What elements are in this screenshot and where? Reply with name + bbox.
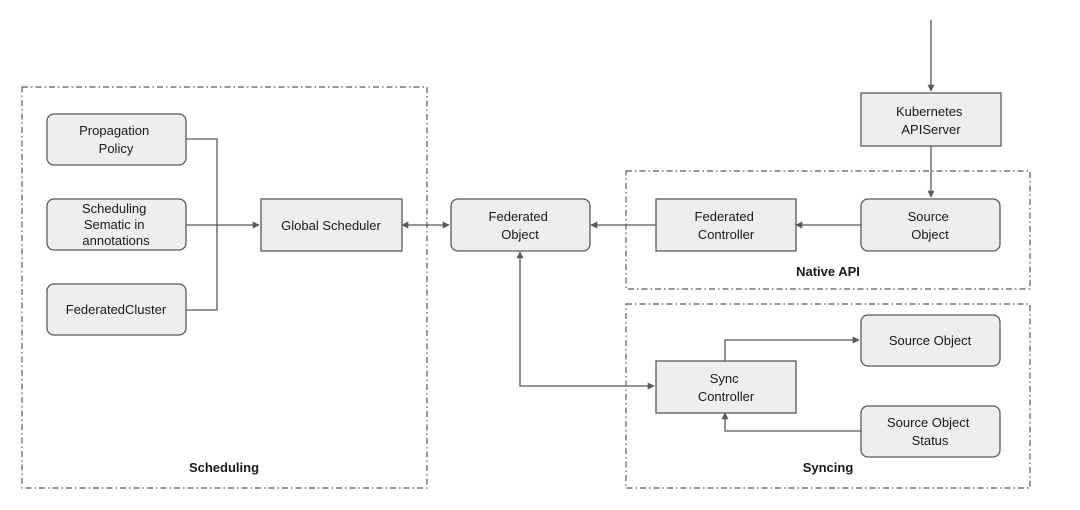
node-source-object-native[interactable]: Source Object [860, 198, 1001, 252]
node-scheduling-sematic-line-1: Scheduling [82, 201, 146, 216]
svg-text:Source Object: Source Object [889, 333, 972, 348]
svg-text:Kubernetes APIServer: Kubernetes APIServer [896, 104, 966, 137]
node-kubernetes-apiserver-line-2: APIServer [901, 122, 961, 137]
edge-sync-controller-to-source-object [724, 336, 860, 361]
syncing-group: Syncing [625, 303, 1031, 489]
native-api-group: Native API [625, 170, 1031, 290]
node-federated-controller-line-2: Controller [698, 227, 755, 242]
node-kubernetes-apiserver-line-1: Kubernetes [896, 104, 963, 119]
scheduling-group-label: Scheduling [189, 460, 259, 475]
svg-text:Propagation Policy: Propagation Policy [79, 123, 153, 156]
svg-text:Scheduling Sematic in: Scheduling Sematic in annotations [82, 201, 150, 248]
node-sync-controller-line-1: Sync [710, 371, 739, 386]
svg-text:Source Object Status: Source Object Status [887, 415, 973, 448]
native-api-group-label: Native API [796, 264, 860, 279]
svg-text:Source Object: Source Object [908, 209, 953, 242]
node-scheduling-sematic[interactable]: Scheduling Sematic in annotations [46, 198, 187, 251]
node-scheduling-sematic-line-2: Sematic in [84, 217, 145, 232]
edge-federated-object-sync-controller [516, 251, 655, 390]
node-federated-controller-line-1: Federated [695, 209, 754, 224]
scheduling-group: Scheduling [21, 86, 428, 489]
node-federated-object-line-1: Federated [489, 209, 548, 224]
edge-source-object-status-to-sync-controller [721, 412, 861, 432]
node-source-object-sync-line-1: Source Object [889, 333, 972, 348]
node-propagation-policy[interactable]: Propagation Policy [46, 113, 187, 166]
node-federated-cluster[interactable]: FederatedCluster [46, 283, 187, 336]
svg-text:Sync Controller: Sync Controller [698, 371, 755, 404]
node-source-object-status-line-1: Source Object [887, 415, 970, 430]
node-scheduling-sematic-line-3: annotations [82, 233, 150, 248]
node-source-object-native-line-1: Source [908, 209, 949, 224]
svg-text:Federated Object: Federated Object [489, 209, 552, 242]
node-global-scheduler-line-1: Global Scheduler [281, 218, 381, 233]
node-sync-controller[interactable]: Sync Controller [655, 360, 797, 414]
svg-text:Federated Controller: Federated Controller [695, 209, 758, 242]
syncing-group-label: Syncing [803, 460, 854, 475]
node-source-object-native-line-2: Object [911, 227, 949, 242]
edges [186, 20, 935, 432]
node-federated-object[interactable]: Federated Object [450, 198, 591, 252]
node-propagation-policy-line-1: Propagation [79, 123, 149, 138]
node-sync-controller-line-2: Controller [698, 389, 755, 404]
node-source-object-status-line-2: Status [912, 433, 949, 448]
node-kubernetes-apiserver[interactable]: Kubernetes APIServer [860, 92, 1002, 147]
node-global-scheduler[interactable]: Global Scheduler [260, 198, 403, 252]
node-source-object-sync[interactable]: Source Object [860, 314, 1001, 367]
svg-text:Global Scheduler: Global Scheduler [281, 218, 381, 233]
node-federated-controller[interactable]: Federated Controller [655, 198, 797, 252]
node-source-object-status[interactable]: Source Object Status [860, 405, 1001, 458]
node-federated-object-line-2: Object [501, 227, 539, 242]
svg-text:FederatedCluster: FederatedCluster [66, 302, 167, 317]
node-propagation-policy-line-2: Policy [99, 141, 134, 156]
node-federated-cluster-line-1: FederatedCluster [66, 302, 167, 317]
